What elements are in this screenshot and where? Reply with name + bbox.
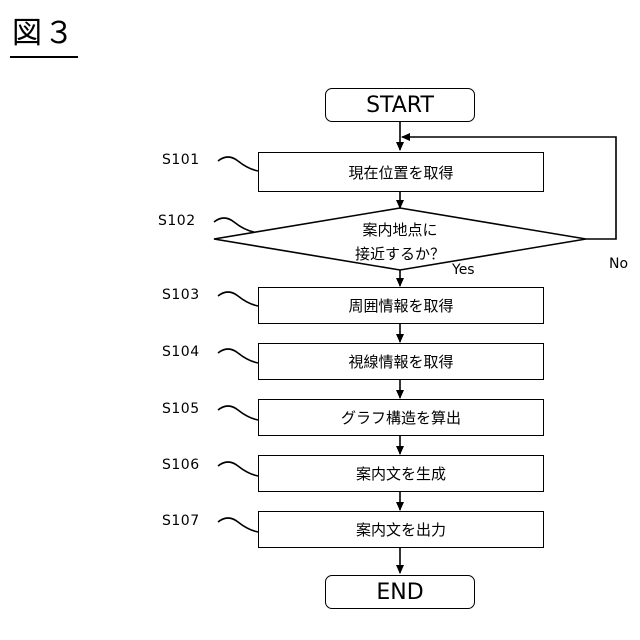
step-id-s101: S101 [162,152,200,168]
end-terminal: END [325,575,475,609]
step-box-s105: グラフ構造を算出 [258,399,544,436]
step-id-s103: S103 [162,287,200,303]
step-id-s105: S105 [162,401,200,417]
step-id-s107: S107 [162,513,200,529]
step-box-s106: 案内文を生成 [258,455,544,492]
branch-no-label: No [609,256,628,272]
decision-line-1: 案内地点に [300,218,500,242]
step-id-s102: S102 [158,213,196,229]
decision-text: 案内地点に 接近するか？ [300,218,500,266]
step-box-s101: 現在位置を取得 [258,152,544,192]
step-box-s107: 案内文を出力 [258,511,544,548]
step-box-s103: 周囲情報を取得 [258,287,544,324]
branch-yes-label: Yes [452,262,475,278]
step-box-s104: 視線情報を取得 [258,343,544,380]
step-id-s104: S104 [162,344,200,360]
step-id-s106: S106 [162,457,200,473]
start-terminal: START [325,88,475,122]
